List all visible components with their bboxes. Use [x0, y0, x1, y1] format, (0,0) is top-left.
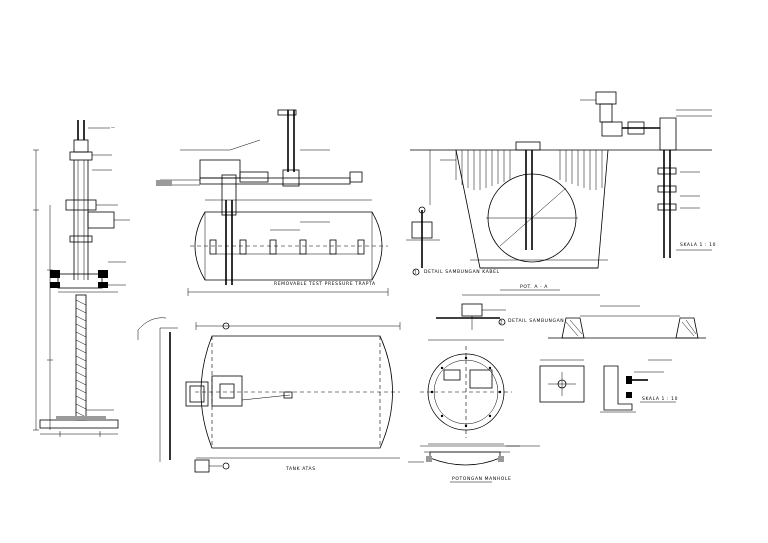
plate-detail: [539, 359, 585, 403]
detail-1-title: DETAIL SAMBUNGAN KABEL: [424, 269, 500, 275]
vertical-pipe-assembly: —: [33, 120, 130, 437]
detail-2-title: DETAIL SAMBUNGAN: [508, 318, 564, 324]
svg-text:—: —: [111, 125, 115, 130]
manhole-section: POTONGAN MANHOLE: [408, 445, 540, 483]
bracket-detail: SKALA 1 : 10: [600, 359, 678, 413]
tank-plan: TANK ATAS: [137, 317, 401, 473]
scale-top-label: SKALA 1 : 10: [680, 242, 716, 248]
curb-detail: [548, 305, 706, 339]
section-a-a: 1 DETAIL SAMBUNGAN KABEL POT. A - A: [406, 141, 640, 296]
tank-elevation: REMOVABLE TEST PRESSURE TRAPTA: [156, 109, 389, 296]
svg-text:2: 2: [500, 320, 503, 325]
scale-bottom-label: SKALA 1 : 10: [642, 396, 678, 402]
tank-test-title: REMOVABLE TEST PRESSURE TRAPTA: [274, 281, 376, 287]
tank-plan-title: TANK ATAS: [285, 466, 316, 472]
manhole-title: POTONGAN MANHOLE: [452, 476, 511, 482]
vent-pipe-detail: SKALA 1 : 10: [580, 91, 716, 258]
manhole-cover-plan: 2 DETAIL SAMBUNGAN: [420, 303, 564, 445]
svg-text:1: 1: [414, 270, 417, 275]
section-aa-title: POT. A - A: [520, 284, 548, 290]
